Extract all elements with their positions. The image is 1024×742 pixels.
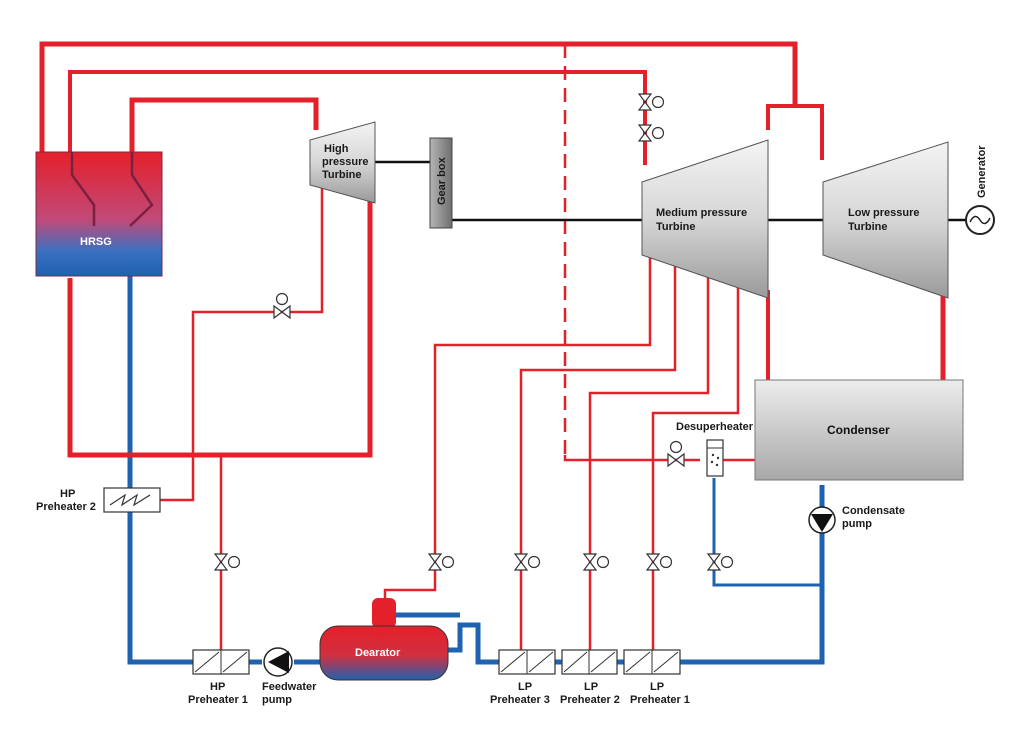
steam-pipes (39, 41, 946, 650)
lp-preheater-1-label-1: LP (650, 681, 664, 693)
hp-preheater-2-label-1: HP (60, 488, 75, 500)
valve-condensate-bypass[interactable] (706, 553, 734, 571)
valve-mp-inlet-2[interactable] (637, 124, 665, 142)
hp-preheater-1-label-2: Preheater 1 (188, 694, 248, 706)
water-pipes (127, 270, 825, 665)
condenser-label: Condenser (827, 423, 890, 437)
condensate-pump-label-2: pump (842, 518, 872, 530)
valve-hp-bleed[interactable] (273, 292, 291, 320)
hp-preheater-1-label-1: HP (210, 681, 225, 693)
lp-turbine-label-1: Low pressure (848, 207, 920, 219)
condenser: Condenser (754, 379, 964, 481)
desuperheater-label: Desuperheater (676, 421, 754, 433)
lp-turbine-label-2: Turbine (848, 221, 888, 233)
condensate-pump-label-1: Condensate (842, 505, 905, 517)
valve-deaerator[interactable] (427, 553, 455, 571)
hp-turbine-label-3: Turbine (322, 169, 362, 181)
hp-preheater-1: HP Preheater 1 (188, 649, 250, 706)
mp-turbine-label-1: Medium pressure (656, 207, 747, 219)
hp-turbine: High pressure Turbine (309, 121, 376, 204)
generator: Generator (965, 145, 995, 235)
feedwater-pump-label-2: pump (262, 694, 292, 706)
mp-turbine: Medium pressure Turbine (641, 139, 769, 299)
hp-turbine-label-1: High (324, 143, 349, 155)
valve-lp-preheater-1[interactable] (645, 553, 673, 571)
valve-lp-preheater-2[interactable] (582, 553, 610, 571)
gear-box-label: Gear box (436, 156, 448, 205)
hp-preheater-2-label-2: Preheater 2 (36, 501, 96, 513)
lp-turbine: Low pressure Turbine (822, 141, 949, 299)
lp-preheater-3-label-2: Preheater 3 (490, 694, 550, 706)
lp-preheater-1: LP Preheater 1 (623, 649, 690, 706)
lp-preheater-2-label-2: Preheater 2 (560, 694, 620, 706)
valve-lp-preheater-3[interactable] (513, 553, 541, 571)
hp-preheater-2: HP Preheater 2 (36, 487, 161, 513)
generator-label: Generator (976, 145, 988, 198)
feedwater-pump-label-1: Feedwater (262, 681, 317, 693)
hrsg-label: HRSG (80, 236, 112, 248)
lp-preheater-2: LP Preheater 2 (560, 649, 620, 706)
deaerator: Dearator (319, 598, 449, 681)
valve-desuperheater[interactable] (667, 440, 685, 468)
valve-hp-preheater-1[interactable] (213, 553, 241, 571)
lp-preheater-3: LP Preheater 3 (490, 649, 556, 706)
lp-preheater-1-label-2: Preheater 1 (630, 694, 690, 706)
gear-box: Gear box (429, 137, 453, 229)
deaerator-label: Dearator (355, 647, 401, 659)
shaft-lines (375, 160, 966, 222)
lp-preheater-3-label-1: LP (518, 681, 532, 693)
hp-turbine-label-2: pressure (322, 156, 368, 168)
valve-mp-inlet-1[interactable] (637, 93, 665, 111)
desuperheater: Desuperheater (676, 421, 754, 477)
condensate-pump: Condensate pump (808, 505, 905, 534)
hrsg-unit: HRSG (35, 151, 163, 277)
feedwater-pump: Feedwater pump (262, 647, 317, 706)
lp-preheater-2-label-1: LP (584, 681, 598, 693)
mp-turbine-label-2: Turbine (656, 221, 696, 233)
